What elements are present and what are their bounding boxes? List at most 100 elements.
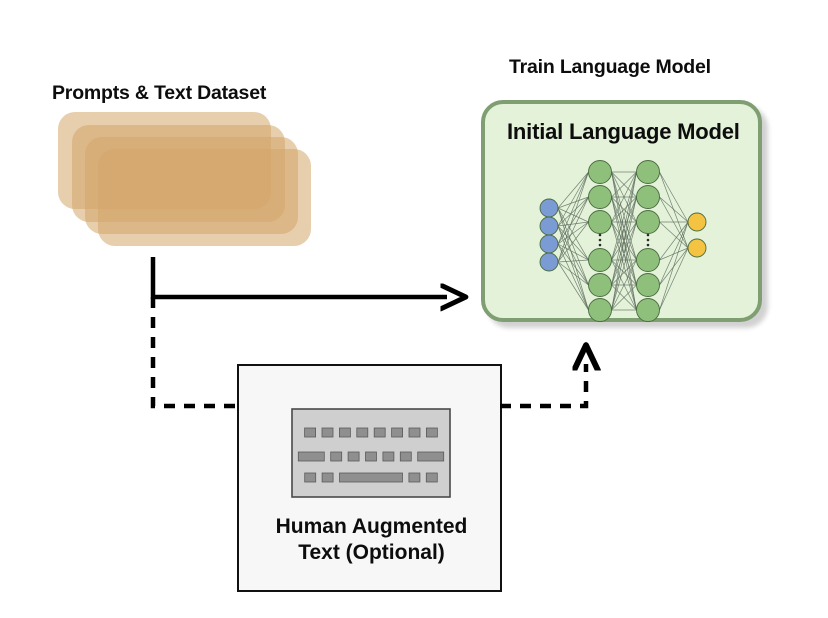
neural-node-hidden2 xyxy=(636,273,660,297)
keyboard-key xyxy=(425,472,438,483)
keyboard-key xyxy=(399,451,412,462)
neural-node-input xyxy=(539,198,559,218)
neural-network-edge xyxy=(557,196,589,209)
dataset-card xyxy=(85,137,298,234)
neural-network-edge xyxy=(611,259,637,311)
keyboard-key xyxy=(321,427,334,438)
train-language-model-title: Train Language Model xyxy=(509,56,711,78)
neural-network-edge xyxy=(611,171,637,311)
neural-node-hidden1 xyxy=(588,248,612,272)
neural-network-diagram xyxy=(539,160,707,322)
neural-network-edge xyxy=(659,221,689,261)
neural-network-edge xyxy=(659,247,689,311)
keyboard-key xyxy=(425,427,438,438)
neural-node-output xyxy=(687,212,707,232)
neural-network-edge xyxy=(659,171,689,223)
keyboard-key xyxy=(356,427,369,438)
neural-node-hidden2 xyxy=(636,248,660,272)
neural-network-nodes xyxy=(539,160,707,322)
keyboard-key xyxy=(373,427,386,438)
keyboard-key xyxy=(382,451,395,462)
human-augmented-text-caption: Human Augmented Text (Optional) xyxy=(239,514,504,565)
keyboard-key xyxy=(347,451,360,462)
keyboard-key xyxy=(339,427,351,438)
keyboard-key xyxy=(297,451,325,462)
neural-network-edge xyxy=(611,284,637,311)
keyboard-spacebar xyxy=(339,472,403,483)
neural-node-input xyxy=(539,216,559,236)
neural-network-edge xyxy=(557,196,589,227)
neural-network-edge xyxy=(557,171,589,245)
dataset-card xyxy=(58,112,271,209)
neural-network-edge xyxy=(659,196,689,249)
initial-language-model-title: Initial Language Model xyxy=(507,119,740,144)
neural-node-hidden2 xyxy=(636,210,660,234)
neural-network-edge xyxy=(611,259,637,286)
dataset-to-human-dashed-line xyxy=(150,297,240,409)
keyboard-key xyxy=(408,427,421,438)
dataset-title: Prompts & Text Dataset xyxy=(52,82,267,104)
keyboard-key xyxy=(304,427,316,438)
dataset-to-model-arrow xyxy=(150,257,447,297)
neural-network-edge xyxy=(557,196,589,245)
human-to-model-dashed-arrow xyxy=(500,364,586,409)
neural-network-edge xyxy=(659,221,689,311)
neural-network-edges xyxy=(557,171,689,311)
ellipsis-dot xyxy=(598,238,602,242)
human-caption-line-2: Text (Optional) xyxy=(298,540,445,564)
keyboard-key xyxy=(408,472,421,483)
keyboard-key xyxy=(321,472,334,483)
dataset-card xyxy=(98,149,311,246)
neural-network-edge xyxy=(557,171,589,209)
ellipsis-dot xyxy=(646,238,650,242)
neural-network-edge xyxy=(611,171,637,223)
ellipsis-dot xyxy=(598,233,602,237)
neural-node-input xyxy=(539,252,559,272)
neural-network-edge xyxy=(611,196,637,223)
keyboard-key xyxy=(330,451,343,462)
neural-network-edge xyxy=(557,259,589,263)
ellipsis-dot xyxy=(598,243,602,247)
neural-node-hidden1 xyxy=(588,210,612,234)
keyboard-icon xyxy=(291,408,451,498)
neural-network-edge xyxy=(557,243,589,286)
neural-network-edge xyxy=(557,261,589,311)
keyboard-key xyxy=(417,451,445,462)
neural-network-edge xyxy=(659,171,689,249)
neural-node-hidden1 xyxy=(588,273,612,297)
neural-node-hidden2 xyxy=(636,298,660,322)
neural-network-edge xyxy=(557,221,589,263)
neural-network-edge xyxy=(611,196,637,311)
human-augmented-text-box: Human Augmented Text (Optional) xyxy=(237,364,502,592)
neural-node-hidden1 xyxy=(588,298,612,322)
neural-network-edge xyxy=(659,221,689,249)
neural-network-edge xyxy=(611,171,637,286)
keyboard-key xyxy=(365,451,377,462)
neural-network-edge xyxy=(557,225,589,311)
keyboard-key xyxy=(304,472,317,483)
neural-network-edge xyxy=(557,243,589,311)
neural-node-hidden1 xyxy=(588,185,612,209)
neural-node-hidden2 xyxy=(636,160,660,184)
neural-network-edge xyxy=(557,196,589,263)
neural-network-edge xyxy=(611,171,637,261)
dataset-card xyxy=(72,125,285,222)
neural-network-edge xyxy=(557,171,589,263)
neural-node-hidden2 xyxy=(636,185,660,209)
neural-network-edge xyxy=(659,221,689,286)
neural-network-edge xyxy=(557,221,589,227)
neural-network-edge xyxy=(557,221,589,245)
neural-network-edge xyxy=(611,171,637,198)
neural-node-output xyxy=(687,238,707,258)
neural-network-edge xyxy=(659,196,689,223)
neural-network-ellipsis-dots xyxy=(598,233,650,247)
human-caption-line-1: Human Augmented xyxy=(275,515,468,538)
neural-network-edge xyxy=(611,221,637,311)
ellipsis-dot xyxy=(646,243,650,247)
ellipsis-dot xyxy=(646,233,650,237)
neural-network-edge xyxy=(557,171,589,227)
neural-network-edge xyxy=(557,261,589,286)
neural-node-hidden1 xyxy=(588,160,612,184)
keyboard-key xyxy=(391,427,403,438)
